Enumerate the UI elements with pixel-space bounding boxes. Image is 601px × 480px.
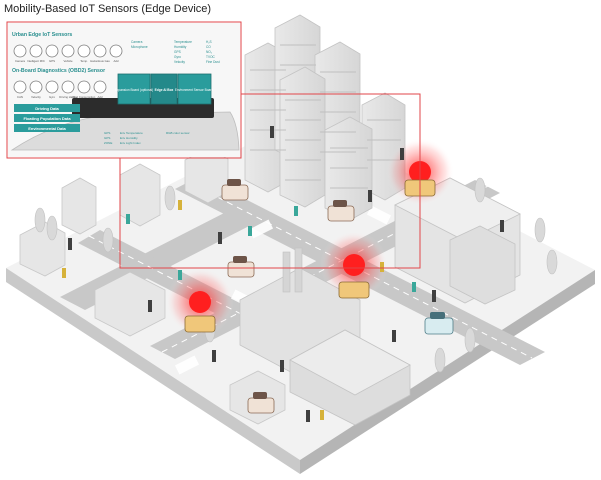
page-title: Mobility-Based IoT Sensors (Edge Device) (4, 3, 212, 15)
data-label-driving: Driving Data (35, 106, 59, 111)
sensor-list-item: Fine Dust (206, 60, 220, 64)
obd-icon-label: Gyro (49, 95, 56, 99)
car (247, 392, 275, 414)
obd-icon-label: Add (98, 95, 103, 99)
sensor-list-item: RGB color sensor (166, 131, 190, 135)
sensor-list-item: GPS (104, 131, 110, 135)
board-label-edge-ai: Edge AI Box (155, 88, 174, 92)
sensor-list-item: Humidity (174, 45, 187, 49)
device-inset (8, 23, 240, 157)
sensor-vehicle-3 (166, 268, 234, 336)
board-label-environment: Environment Sensor Board (175, 88, 213, 92)
car (227, 256, 255, 278)
sensor-list-item: Microphone (131, 45, 148, 49)
sensor-list-item: TVOC (206, 55, 216, 59)
sensor-list-item: H₂S (206, 40, 212, 44)
urban-sensors-header: Urban Edge IoT Sensors (12, 32, 72, 38)
sensor-list-item: Env Temperature (120, 131, 143, 135)
trees (34, 177, 558, 373)
pedestrians (62, 126, 504, 422)
data-label-environmental: Environmental Data (28, 126, 66, 131)
sensor-list-item: GPS (174, 50, 181, 54)
car (424, 312, 454, 335)
urban-icon-label: Camera (15, 59, 25, 63)
urban-icons (13, 44, 123, 58)
sensor-vehicle-2 (320, 231, 388, 299)
obd-sensor-header: On-Board Diagnostics (OBD2) Sensor (12, 68, 105, 74)
sensor-list-item: Velocity (174, 60, 185, 64)
obd-icon-label: CAN (17, 95, 23, 99)
sensor-list-item: ZONE (104, 141, 112, 145)
cars (221, 179, 454, 414)
data-label-floating-population: Floating Population Data (23, 116, 71, 121)
urban-icon-label: Add (114, 59, 119, 63)
urban-icon-label: GPS (49, 59, 55, 63)
sensor-list-item: Gyro (174, 55, 181, 59)
car (221, 179, 249, 201)
urban-icon-label: Intelligent MIC (27, 59, 45, 63)
sensor-list-item: Env Humidity (120, 136, 138, 140)
sensor-list-item: CO (206, 45, 211, 49)
sensor-list-item: Temperature (174, 40, 192, 44)
urban-icon-label: Hazardous Gas (90, 59, 110, 63)
obd-icon-label: Velocity (31, 95, 41, 99)
urban-icon-label: Temp. (80, 59, 88, 63)
board-boxes (117, 73, 212, 105)
sensor-list-item: Camera (131, 40, 143, 44)
sensor-list-item: NO₂ (206, 50, 213, 54)
board-label-expansion: Expansion Board (optional) (115, 88, 153, 92)
callout-frame (6, 21, 421, 269)
obd-icons (13, 80, 107, 94)
sensor-list-item: Env Light Index (120, 141, 141, 145)
urban-icon-label: Vehicle (63, 59, 72, 63)
obd-icon-label: Fuel Consumption (73, 95, 96, 99)
sensor-list-item: GPS (104, 136, 110, 140)
car (327, 200, 355, 222)
obd-icon-label: Driving Habits (59, 95, 77, 99)
